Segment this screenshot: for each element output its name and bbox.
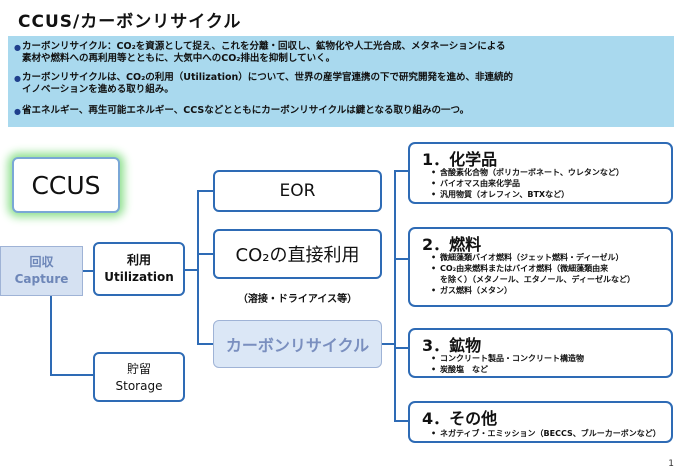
connector-categories-vertical (394, 170, 396, 421)
storage-label-ja: 貯留 (126, 362, 151, 376)
util-label-en: Utilization (104, 270, 174, 284)
bullet-1-line-1: カーボンリサイクル：CO₂を資源として捉え、これを分離・回収し、鉱物化や人工光合… (22, 41, 506, 52)
bullet-dot-icon: • (431, 179, 437, 188)
bullet-dot-icon: • (431, 168, 437, 177)
category-title: 2．燃料 (422, 235, 482, 254)
bullet-dot-icon: • (431, 253, 437, 262)
page-title: CCUS/カーボンリサイクル (18, 12, 242, 32)
capture-box: 回収 Capture (0, 246, 83, 296)
co2-direct-use-box: CO₂の直接利用 (213, 229, 382, 279)
category-item: •CO₂由来燃料またはバイオ燃料（微細藻類由来 (431, 264, 609, 273)
connector-to-cat-1 (394, 170, 409, 172)
bullet-dot-icon: ● (14, 107, 21, 116)
category-item: •炭酸塩 など (431, 365, 488, 374)
connector-to-cat-4 (394, 420, 409, 422)
category-minerals: 3．鉱物 •コンクリート製品・コンクリート構造物 •炭酸塩 など (408, 328, 673, 378)
connector-to-cat-3 (394, 347, 409, 349)
category-item-continued: を除く）（メタノール、エタノール、ディーゼルなど） (440, 275, 635, 284)
ccus-box: CCUS (12, 157, 120, 213)
carbon-recycle-box: カーボンリサイクル (213, 320, 382, 368)
eor-box: EOR (213, 170, 382, 212)
storage-box: 貯留 Storage (93, 352, 185, 402)
bullet-dot-icon: • (431, 429, 437, 438)
connector-carbon-branch (382, 343, 395, 345)
connector-capture-util (83, 270, 93, 272)
utilization-box: 利用 Utilization (93, 242, 185, 296)
bullet-dot-icon: • (431, 190, 437, 199)
connector-to-cat-2 (394, 258, 409, 260)
summary-panel: ● カーボンリサイクル：CO₂を資源として捉え、これを分離・回収し、鉱物化や人工… (8, 36, 674, 127)
connector-to-co2 (197, 253, 213, 255)
bullet-3: ● 省エネルギー、再生可能エネルギー、CCSなどとともにカーボンリサイクルは鍵と… (14, 105, 470, 117)
category-chemicals: 1．化学品 •含酸素化合物（ポリカーボネート、ウレタンなど） •バイオマス由来化… (408, 142, 673, 204)
category-item: •バイオマス由来化学品 (431, 179, 520, 188)
bullet-dot-icon: • (431, 264, 437, 273)
connector-util-vertical (197, 190, 199, 344)
bullet-dot-icon: ● (14, 43, 21, 52)
bullet-2-line-2: イノベーションを進める取り組み。 (22, 84, 174, 95)
storage-label-en: Storage (115, 379, 163, 393)
category-title: 3．鉱物 (422, 336, 482, 355)
connector-to-carbon (197, 343, 213, 345)
bullet-2: ● カーボンリサイクルは、CO₂の利用（Utilization）について、世界の… (14, 72, 514, 96)
connector-capture-storage (50, 296, 52, 375)
category-item: •ネガティブ・エミッション（BECCS、ブルーカーボンなど） (431, 429, 661, 438)
bullet-3-line-1: 省エネルギー、再生可能エネルギー、CCSなどとともにカーボンリサイクルは鍵となる… (22, 105, 470, 116)
category-title: 4．その他 (422, 409, 498, 428)
category-item: •汎用物質（オレフィン、BTXなど） (431, 190, 570, 199)
co2-direct-use-note: （溶接・ドライアイス等） (237, 294, 358, 305)
bullet-1: ● カーボンリサイクル：CO₂を資源として捉え、これを分離・回収し、鉱物化や人工… (14, 41, 506, 65)
bullet-1-line-2: 素材や燃料への再利用等とともに、大気中へのCO₂排出を抑制していく。 (22, 53, 336, 64)
page-number: 1 (668, 459, 674, 469)
category-title: 1．化学品 (422, 150, 498, 169)
bullet-dot-icon: • (431, 365, 437, 374)
capture-label-ja: 回収 (29, 255, 54, 269)
category-item: •含酸素化合物（ポリカーボネート、ウレタンなど） (431, 168, 624, 177)
category-item: •コンクリート製品・コンクリート構造物 (431, 354, 584, 363)
bullet-dot-icon: • (431, 354, 437, 363)
bullet-dot-icon: ● (14, 74, 21, 83)
bullet-dot-icon: • (431, 286, 437, 295)
bullet-2-line-1: カーボンリサイクルは、CO₂の利用（Utilization）について、世界の産学… (22, 72, 514, 83)
connector-to-storage (50, 374, 93, 376)
connector-util-branch (185, 269, 198, 271)
capture-label-en: Capture (14, 272, 69, 286)
category-item: •ガス燃料（メタン） (431, 286, 512, 295)
util-label-ja: 利用 (126, 253, 151, 267)
category-item: •微細藻類バイオ燃料（ジェット燃料・ディーゼル） (431, 253, 624, 262)
connector-to-eor (197, 190, 213, 192)
category-fuels: 2．燃料 •微細藻類バイオ燃料（ジェット燃料・ディーゼル） •CO₂由来燃料また… (408, 227, 673, 307)
category-others: 4．その他 •ネガティブ・エミッション（BECCS、ブルーカーボンなど） (408, 401, 673, 443)
